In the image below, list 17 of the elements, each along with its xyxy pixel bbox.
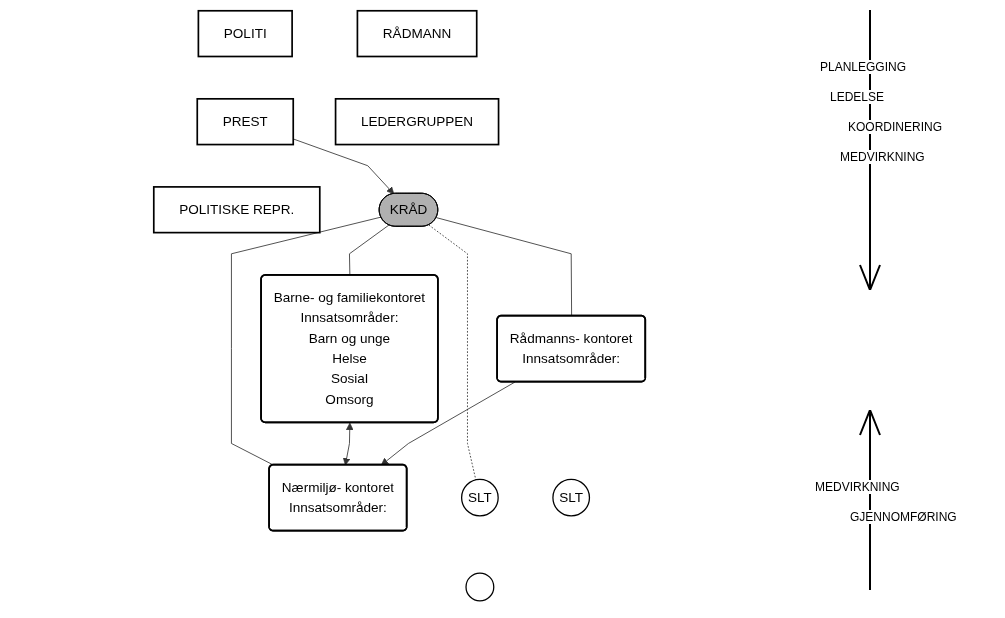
direction-label: MEDVIRKNING <box>840 150 925 164</box>
node-circle <box>465 572 495 602</box>
connector <box>428 224 477 481</box>
direction-label: MEDVIRKNING <box>815 480 900 494</box>
direction-label: LEDELSE <box>830 90 885 104</box>
connector <box>436 217 573 317</box>
node-box: RÅDMANN <box>357 9 479 58</box>
node-box: POLITI <box>198 9 294 58</box>
connector <box>349 224 390 276</box>
node-circle: SLT <box>461 478 500 517</box>
node-box: POLITISKE REPR. <box>153 186 322 234</box>
direction-label: KOORDINERING <box>848 120 942 134</box>
node-circle: SLT <box>552 478 591 517</box>
node-box: LEDERGRUPPEN <box>335 98 500 146</box>
direction-label: GJENNOMFØRING <box>850 510 957 524</box>
direction-label: PLANLEGGING <box>820 60 907 74</box>
node-box: PREST <box>196 98 295 146</box>
